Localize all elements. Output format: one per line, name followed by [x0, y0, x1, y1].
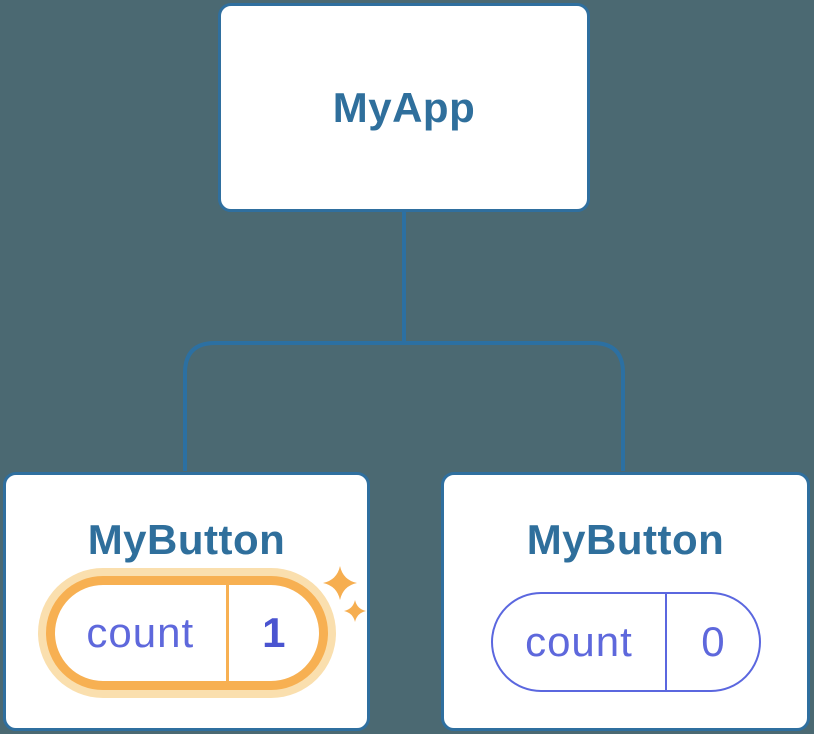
sparkle-icon-small [344, 600, 366, 622]
state-key-cell: count [493, 594, 668, 690]
state-key-label: count [86, 609, 195, 656]
state-key-cell: count [55, 585, 230, 681]
state-pill: count 0 [490, 592, 761, 692]
node-label: MyButton [87, 516, 286, 563]
state-value: 1 [262, 609, 286, 656]
state-value-cell: 0 [667, 594, 758, 690]
tree-node-child-right: MyButton count 0 [441, 472, 810, 731]
sparkle-icon-large [323, 566, 357, 600]
tree-node-root: MyApp [218, 3, 590, 212]
node-label: MyButton [526, 516, 725, 563]
state-key-label: count [525, 618, 633, 665]
state-value-cell: 1 [229, 585, 318, 681]
node-label: MyApp [332, 83, 476, 131]
tree-node-child-left: MyButton count 1 [3, 472, 370, 731]
state-pill-highlighted: count 1 [45, 576, 328, 690]
state-value: 0 [701, 618, 725, 665]
connector-branch [183, 341, 625, 471]
